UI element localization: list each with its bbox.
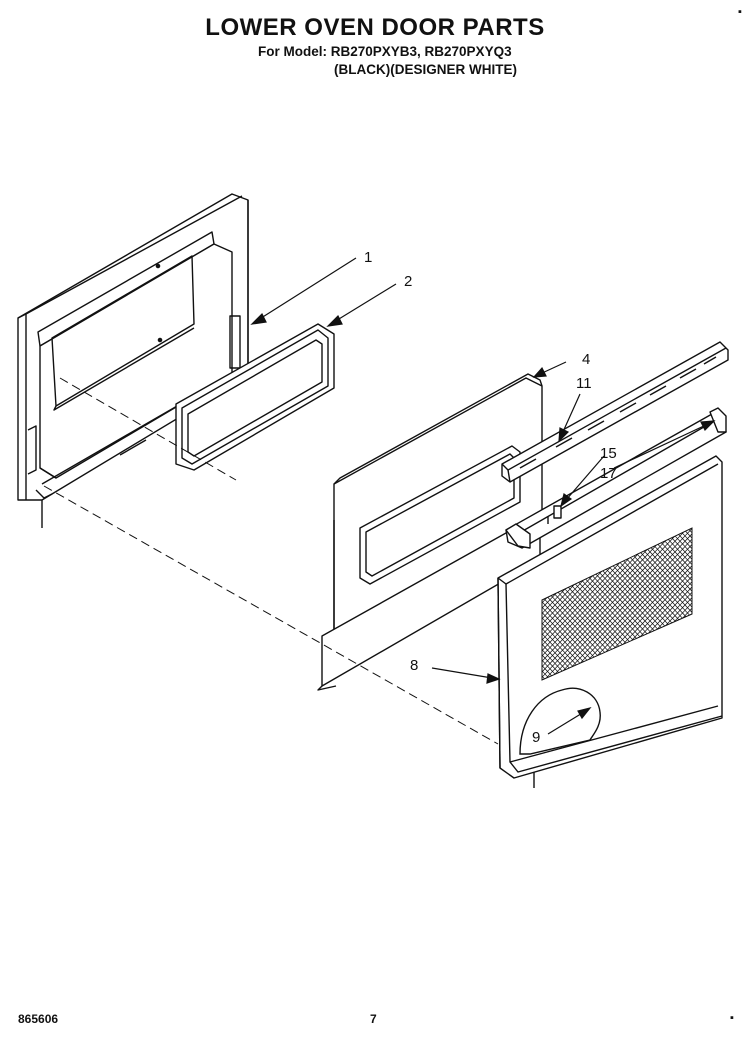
callout-8: 8 [410, 657, 418, 674]
callout-labels: 1 2 4 11 15 17 8 9 [364, 249, 617, 746]
callout-leaders [250, 257, 716, 735]
callout-15: 15 [600, 445, 617, 462]
door-frame-part [17, 193, 249, 528]
callout-11: 11 [576, 375, 592, 392]
callout-2: 2 [404, 273, 412, 290]
vent-trim-part [501, 341, 729, 483]
corner-mark-top: ▪ [738, 6, 742, 18]
inner-door-panel-part [317, 373, 543, 691]
callout-9: 9 [532, 729, 540, 746]
corner-mark-bottom: ▪ [730, 1012, 734, 1024]
model-line: For Model: RB270PXYB3, RB270PXYQ3 [258, 44, 512, 59]
window-pack-part [175, 323, 335, 471]
alignment-lines [43, 377, 499, 745]
callout-17: 17 [600, 465, 617, 482]
callout-4: 4 [582, 351, 590, 368]
page-title: LOWER OVEN DOOR PARTS [205, 14, 545, 41]
insulation-part [519, 687, 601, 755]
variant-line: (BLACK)(DESIGNER WHITE) [334, 62, 517, 77]
clip-part [547, 505, 562, 524]
document-code: 865606 [18, 1012, 59, 1026]
page-number: 7 [370, 1012, 377, 1026]
callout-1: 1 [364, 249, 372, 266]
